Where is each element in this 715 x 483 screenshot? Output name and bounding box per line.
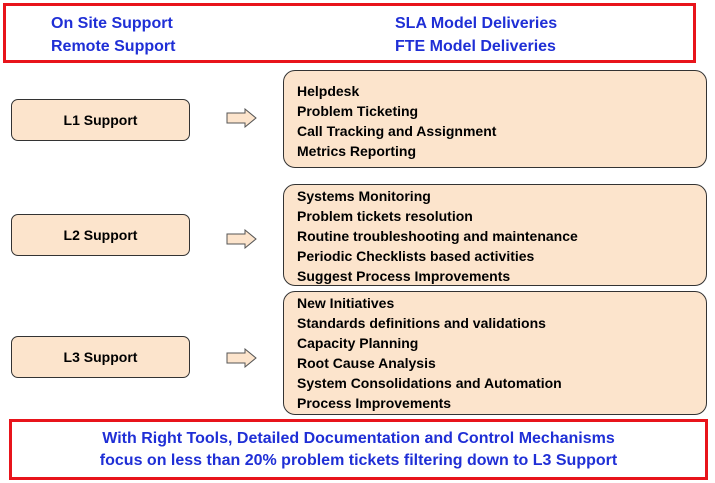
l3-support-box: L3 Support xyxy=(11,336,190,378)
list-item: Systems Monitoring xyxy=(297,188,431,204)
l2-support-box: L2 Support xyxy=(11,214,190,256)
footer-line-1: With Right Tools, Detailed Documentation… xyxy=(102,430,615,447)
list-item: New Initiatives xyxy=(297,295,395,311)
header-fte-model: FTE Model Deliveries xyxy=(395,38,556,55)
list-item: Routine troubleshooting and maintenance xyxy=(297,228,578,244)
arrow-right-icon xyxy=(226,108,257,128)
list-item: Root Cause Analysis xyxy=(297,355,436,371)
header-remote-support: Remote Support xyxy=(51,38,176,55)
list-item: Problem Ticketing xyxy=(297,103,419,119)
list-item: Standards definitions and validations xyxy=(297,315,546,331)
list-item: Helpdesk xyxy=(297,83,360,99)
l1-activities-panel: Helpdesk Problem Ticketing Call Tracking… xyxy=(283,70,707,168)
list-item: Call Tracking and Assignment xyxy=(297,123,497,139)
list-item: Metrics Reporting xyxy=(297,143,417,159)
l1-support-box: L1 Support xyxy=(11,99,190,141)
list-item: Capacity Planning xyxy=(297,335,419,351)
arrow-right-icon xyxy=(226,348,257,368)
list-item: System Consolidations and Automation xyxy=(297,375,562,391)
l2-support-label: L2 Support xyxy=(63,227,138,243)
l2-activities-panel: Systems Monitoring Problem tickets resol… xyxy=(283,184,707,286)
list-item: Periodic Checklists based activities xyxy=(297,248,535,264)
header-on-site-support: On Site Support xyxy=(51,15,173,32)
l1-support-label: L1 Support xyxy=(63,112,138,128)
list-item: Suggest Process Improvements xyxy=(297,268,511,284)
header-sla-model: SLA Model Deliveries xyxy=(395,15,558,32)
list-item: Problem tickets resolution xyxy=(297,208,473,224)
footer-line-2: focus on less than 20% problem tickets f… xyxy=(99,452,618,469)
header-box: On Site Support Remote Support SLA Model… xyxy=(3,3,696,63)
list-item: Process Improvements xyxy=(297,395,452,411)
l3-activities-panel: New Initiatives Standards definitions an… xyxy=(283,291,707,415)
l3-support-label: L3 Support xyxy=(63,349,138,365)
footer-box: With Right Tools, Detailed Documentation… xyxy=(9,419,708,480)
arrow-right-icon xyxy=(226,229,257,249)
